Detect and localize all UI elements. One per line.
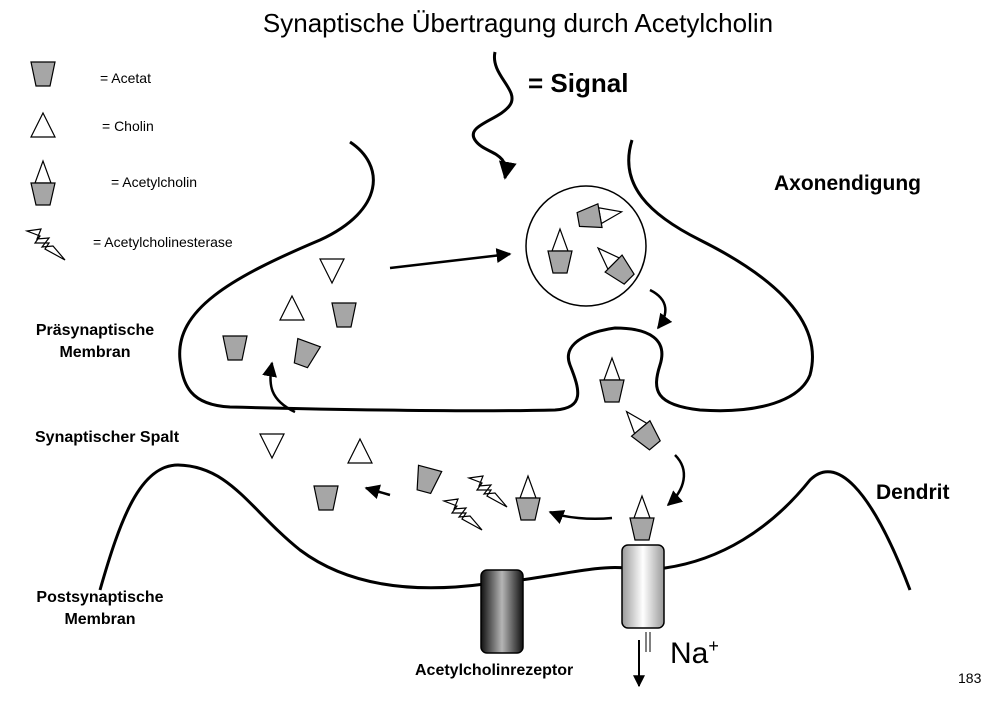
label-na-sup: + <box>708 636 719 656</box>
label-postsynaptisch-line2: Membran <box>64 611 136 628</box>
diagram-title: Synaptische Übertragung durch Acetylchol… <box>262 8 774 38</box>
axon-left-membrane <box>178 139 814 413</box>
vesicle <box>525 185 647 307</box>
label-receptor: Acetylcholinrezeptor <box>415 662 574 679</box>
label-praesynaptisch: Präsynaptische Membran <box>20 320 170 364</box>
label-na-ion: Na+ <box>670 636 719 671</box>
label-praesynaptisch-line2: Membran <box>59 344 131 361</box>
receptor-open <box>621 544 665 629</box>
receptor-closed <box>480 569 524 654</box>
signal-arrow <box>471 51 517 180</box>
label-dendrit: Dendrit <box>876 481 950 504</box>
label-postsynaptisch-line1: Postsynaptische <box>36 589 164 606</box>
signal-label: = Signal <box>528 68 629 98</box>
label-spalt: Synaptischer Spalt <box>35 429 180 446</box>
legend-acetylcholin: = Acetylcholin <box>111 174 197 190</box>
label-axon: Axonendigung <box>774 172 921 195</box>
legend-esterase: = Acetylcholinesterase <box>93 234 233 250</box>
label-postsynaptisch: Postsynaptische Membran <box>25 587 175 631</box>
legend-acetat: = Acetat <box>100 70 151 86</box>
legend-cholin: = Cholin <box>102 118 154 134</box>
label-praesynaptisch-line1: Präsynaptische <box>35 322 155 339</box>
page-number: 183 <box>958 670 982 686</box>
label-na: Na <box>670 637 709 670</box>
